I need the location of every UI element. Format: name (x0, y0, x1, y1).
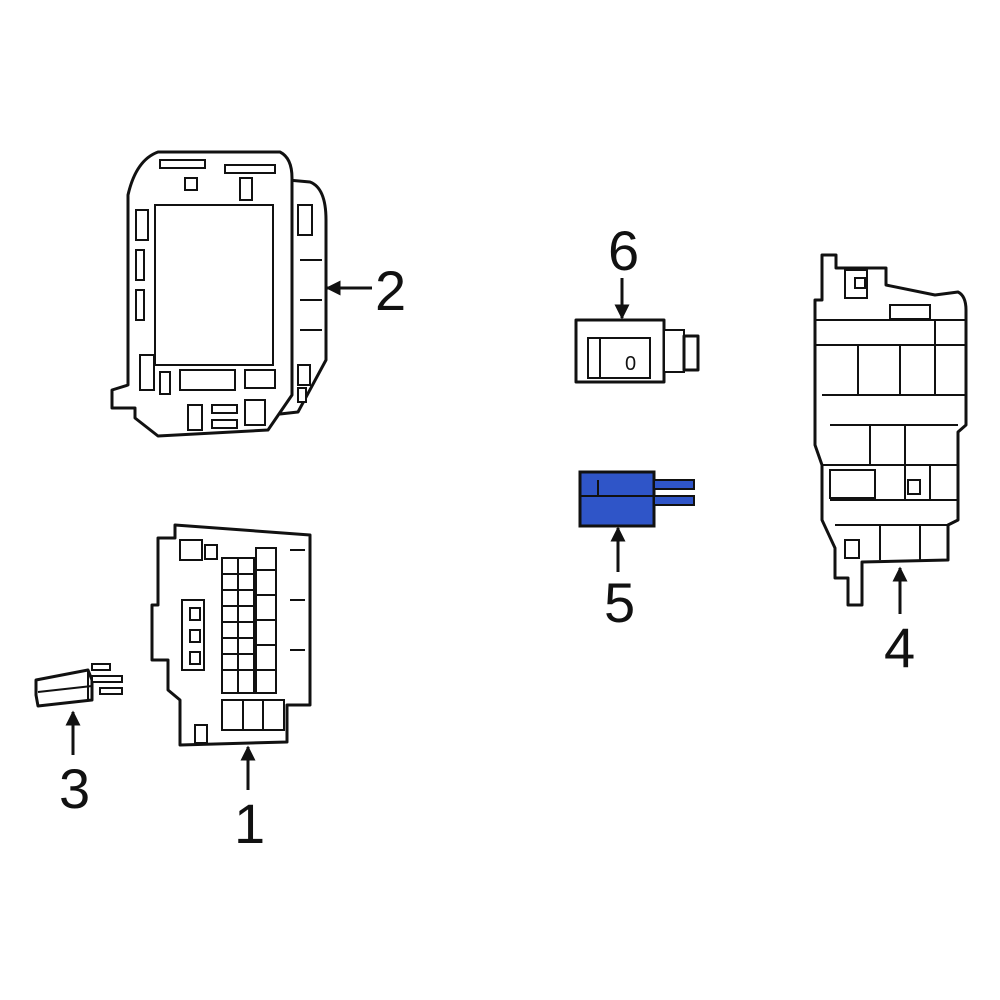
callout-3-label: 3 (59, 757, 90, 820)
part-5-relay-highlighted[interactable] (578, 470, 695, 528)
part-6-marking: 0 (625, 353, 636, 375)
part-4-junction-block[interactable] (813, 253, 968, 607)
callout-6-label: 6 (608, 219, 639, 282)
part-6-relay[interactable]: 0 (574, 318, 700, 384)
part-2-junction-block[interactable] (110, 150, 328, 438)
callout-4-label: 4 (884, 616, 915, 679)
callout-5-label: 5 (604, 571, 635, 634)
part-3-fuse[interactable] (34, 663, 123, 708)
callout-2-label: 2 (375, 259, 406, 322)
part-1-fuse-block[interactable] (150, 523, 312, 747)
callout-1-label: 1 (234, 792, 265, 855)
